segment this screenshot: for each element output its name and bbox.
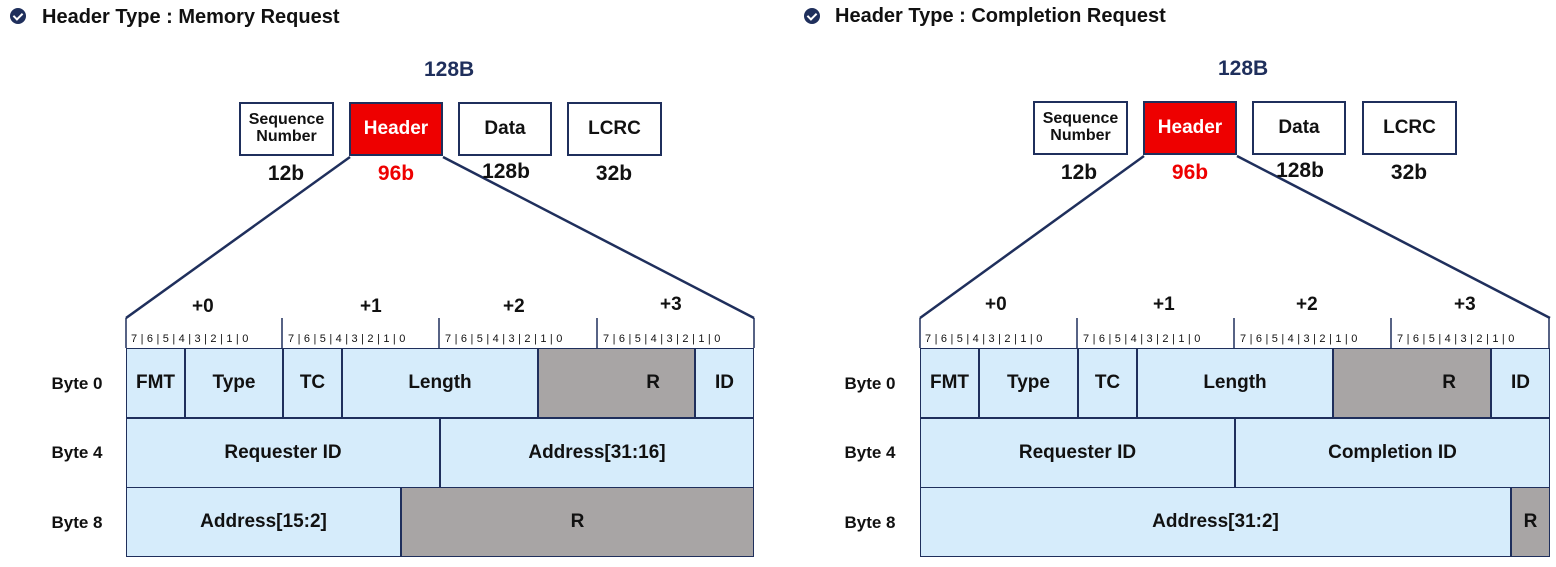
- packet-data-size: 128b: [482, 160, 530, 183]
- field-tc: TC: [283, 348, 342, 418]
- field-length: Length: [342, 348, 538, 418]
- field-r: R: [1511, 487, 1550, 557]
- field-type: Type: [979, 348, 1078, 418]
- byte-offset-2: +2: [1296, 294, 1318, 315]
- field-r: R: [538, 348, 695, 418]
- byte-offset-3: +3: [1454, 294, 1476, 315]
- byte-offset-2: +2: [503, 296, 525, 317]
- panel-title: Header Type : Memory Request: [42, 6, 340, 28]
- packet-header-size: 96b: [377, 162, 415, 185]
- check-circle-icon: [10, 8, 26, 24]
- byte-offset-0: +0: [985, 294, 1007, 315]
- packet-sequence-number-box: Sequence Number: [1033, 101, 1128, 155]
- field-r: R: [1333, 348, 1491, 418]
- packet-data-size: 128b: [1276, 159, 1324, 182]
- packet-header-box: Header: [1143, 101, 1237, 155]
- field-type: Type: [185, 348, 283, 418]
- row-label-byte-4: Byte 4: [51, 443, 103, 462]
- row-label-byte-8: Byte 8: [844, 513, 896, 532]
- byte-offset-0: +0: [192, 296, 214, 317]
- row-label-byte-4: Byte 4: [844, 443, 896, 462]
- field-fmt: FMT: [920, 348, 979, 418]
- packet-lcrc-size: 32b: [595, 162, 633, 185]
- field-address-31-2: Address[31:2]: [920, 487, 1511, 557]
- field-address-31-16: Address[31:16]: [440, 418, 754, 488]
- total-size: 128B: [424, 58, 475, 81]
- row-label-byte-0: Byte 0: [51, 374, 103, 393]
- check-circle-icon: [804, 8, 820, 24]
- packet-header-size: 96b: [1171, 161, 1209, 184]
- bit-labels-byte-1: 7 | 6 | 5 | 4 | 3 | 2 | 1 | 0: [1083, 333, 1201, 345]
- field-requester-id: Requester ID: [920, 418, 1235, 488]
- zoom-lines: [125, 155, 755, 348]
- bit-labels-byte-2: 7 | 6 | 5 | 4 | 3 | 2 | 1 | 0: [445, 333, 563, 345]
- byte-offset-1: +1: [1153, 294, 1175, 315]
- packet-sequence-number-size: 12b: [267, 162, 305, 185]
- packet-lcrc-box: LCRC: [567, 102, 662, 156]
- packet-lcrc-size: 32b: [1390, 161, 1428, 184]
- bit-labels-byte-1: 7 | 6 | 5 | 4 | 3 | 2 | 1 | 0: [288, 333, 406, 345]
- packet-header-box: Header: [349, 102, 443, 156]
- field-tc: TC: [1078, 348, 1137, 418]
- byte-offset-1: +1: [360, 296, 382, 317]
- packet-data-box: Data: [1252, 101, 1346, 155]
- completion-request-panel: Header Type : Completion Request 128B Se…: [794, 0, 1556, 567]
- field-completion-id: Completion ID: [1235, 418, 1550, 488]
- field-id: ID: [695, 348, 754, 418]
- packet-lcrc-box: LCRC: [1362, 101, 1457, 155]
- field-r: R: [401, 487, 754, 557]
- bit-labels-byte-0: 7 | 6 | 5 | 4 | 3 | 2 | 1 | 0: [131, 333, 249, 345]
- packet-sequence-number-box: Sequence Number: [239, 102, 334, 156]
- bit-labels-byte-0: 7 | 6 | 5 | 4 | 3 | 2 | 1 | 0: [925, 333, 1043, 345]
- bit-labels-byte-3: 7 | 6 | 5 | 4 | 3 | 2 | 1 | 0: [1397, 333, 1515, 345]
- byte-offset-3: +3: [660, 294, 682, 315]
- field-id: ID: [1491, 348, 1550, 418]
- row-label-byte-8: Byte 8: [51, 513, 103, 532]
- packet-data-box: Data: [458, 102, 552, 156]
- total-size: 128B: [1218, 57, 1269, 80]
- panel-title: Header Type : Completion Request: [835, 5, 1166, 27]
- memory-request-panel: Header Type : Memory Request 128B Sequen…: [0, 0, 780, 567]
- bit-labels-byte-3: 7 | 6 | 5 | 4 | 3 | 2 | 1 | 0: [603, 333, 721, 345]
- row-label-byte-0: Byte 0: [844, 374, 896, 393]
- field-fmt: FMT: [126, 348, 185, 418]
- packet-sequence-number-size: 12b: [1060, 161, 1098, 184]
- bit-labels-byte-2: 7 | 6 | 5 | 4 | 3 | 2 | 1 | 0: [1240, 333, 1358, 345]
- field-length: Length: [1137, 348, 1333, 418]
- field-address-15-2: Address[15:2]: [126, 487, 401, 557]
- field-requester-id: Requester ID: [126, 418, 440, 488]
- zoom-lines: [919, 154, 1551, 348]
